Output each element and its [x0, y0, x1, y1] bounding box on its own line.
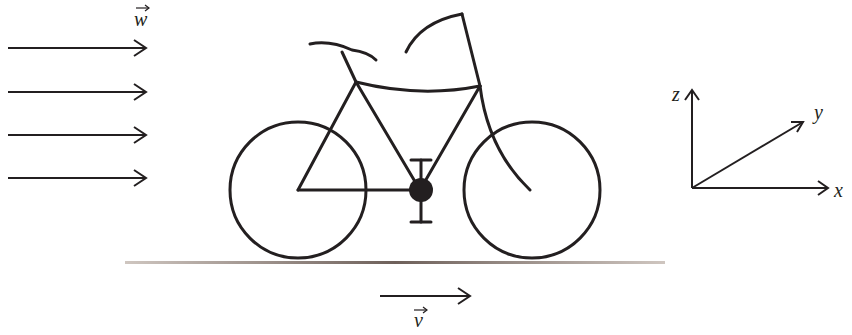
axis-label: z: [672, 84, 680, 104]
crank: [409, 178, 433, 202]
axis-label: x: [834, 180, 843, 200]
velocity-arrow: [380, 288, 470, 304]
vector-label: v: [414, 310, 423, 330]
vector-label: w: [134, 9, 147, 29]
wind-arrows: [8, 40, 146, 186]
axis-label: y: [814, 102, 823, 122]
axes: [685, 90, 828, 195]
ground-line: [125, 261, 665, 264]
bicycle: [230, 14, 600, 258]
